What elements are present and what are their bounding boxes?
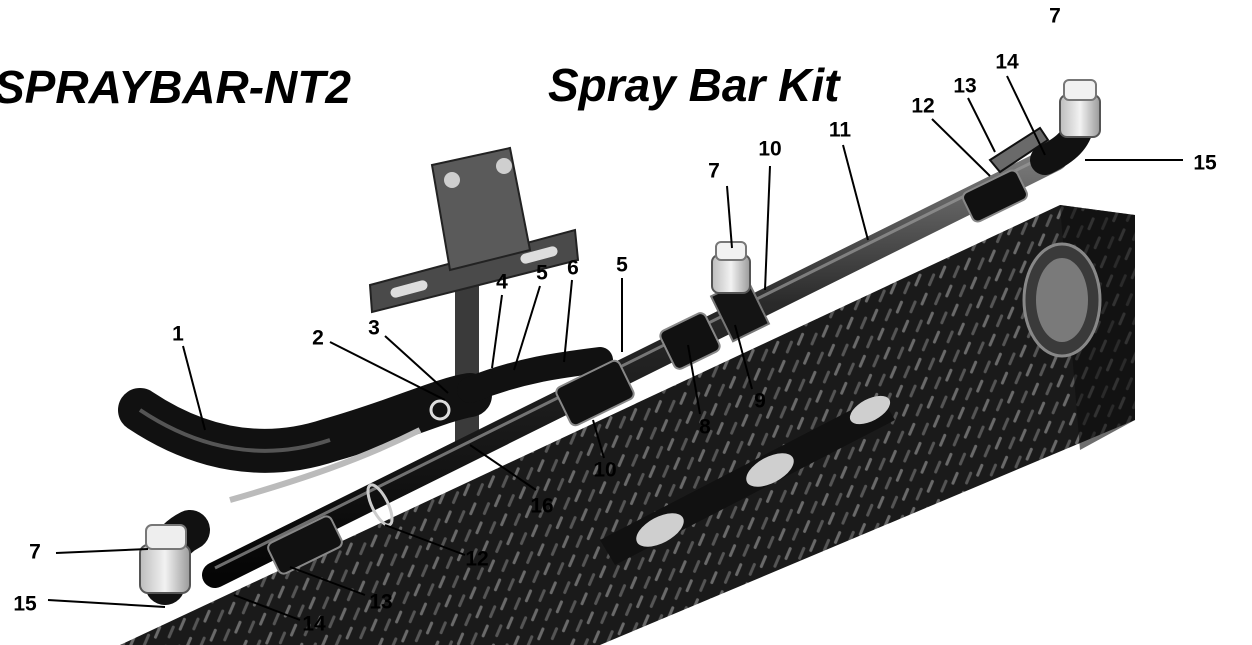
callout-16: 16	[530, 494, 554, 518]
callout-7-left: 7	[29, 540, 41, 564]
callout-3: 3	[368, 316, 380, 340]
callout-13-bottom: 13	[369, 590, 393, 614]
callout-15-right: 15	[1193, 151, 1217, 175]
callout-4: 4	[496, 270, 508, 294]
callout-14-bottom: 14	[302, 612, 326, 636]
callout-9: 9	[754, 389, 766, 413]
nozzle-right	[1059, 79, 1101, 138]
nozzle-left	[139, 524, 191, 594]
callout-12-top: 12	[911, 94, 935, 118]
callout-10-bottom: 10	[593, 458, 617, 482]
callout-10-top: 10	[758, 137, 782, 161]
diamond-plate-box	[120, 205, 1135, 645]
nozzle-caps	[139, 79, 1101, 594]
callout-13-top: 13	[953, 74, 977, 98]
callout-1: 1	[172, 322, 184, 346]
callout-5a: 5	[536, 261, 548, 285]
callout-5b: 5	[616, 253, 628, 277]
callout-15-left: 15	[13, 592, 37, 616]
callout-14-top: 14	[995, 50, 1019, 74]
callout-7-center: 7	[708, 159, 720, 183]
callout-2: 2	[312, 326, 324, 350]
mounting-bracket	[368, 146, 580, 455]
callout-11: 11	[828, 118, 852, 142]
callout-6: 6	[567, 256, 579, 280]
marker-lights	[600, 395, 895, 565]
hose	[118, 373, 492, 473]
callout-8: 8	[699, 415, 711, 439]
callout-7-right: 7	[1049, 4, 1061, 28]
leader-lines	[47, 75, 1183, 621]
kit-title: Spray Bar Kit	[548, 59, 840, 111]
model-title: SPRAYBAR-NT2	[0, 61, 351, 113]
end-bracket	[988, 126, 1050, 174]
nozzle-center	[711, 241, 751, 294]
callout-12-bottom: 12	[465, 547, 489, 571]
